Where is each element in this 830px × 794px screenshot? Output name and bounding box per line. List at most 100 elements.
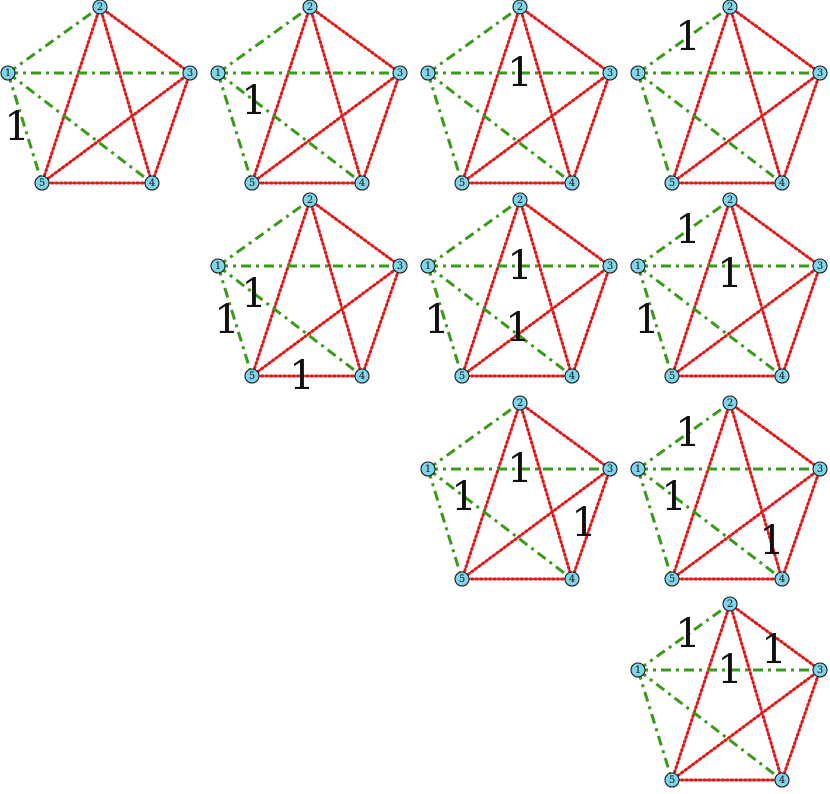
node-1: 1 <box>210 65 226 81</box>
red-edge-2-3 <box>518 198 612 268</box>
node-label: 2 <box>307 2 313 13</box>
weight-label-2-5: 1 <box>717 251 742 297</box>
node-circle <box>774 571 790 587</box>
weight-label-1-2: 1 <box>675 611 700 657</box>
node-5: 5 <box>664 368 680 384</box>
node-label: 2 <box>97 2 103 13</box>
node-label: 1 <box>635 665 641 676</box>
node-circle <box>302 192 318 208</box>
node-label: 3 <box>817 68 823 79</box>
node-circle <box>302 0 318 15</box>
node-label: 1 <box>635 68 641 79</box>
node-circle <box>722 0 738 15</box>
node-circle <box>244 175 260 191</box>
red-edge-2-3 <box>728 5 822 75</box>
red-edge-3-4 <box>570 71 612 185</box>
node-circle <box>512 395 528 411</box>
node-5: 5 <box>244 175 260 191</box>
weight-label-1-4: 1 <box>241 78 266 124</box>
red-edge-2-3 <box>728 401 822 471</box>
green-edge-1-2 <box>217 5 311 75</box>
node-label: 5 <box>249 178 255 189</box>
weight-label-1-4: 1 <box>661 474 686 520</box>
node-circle <box>564 175 580 191</box>
node-5: 5 <box>34 175 50 191</box>
weight-label-2-4: 1 <box>759 518 784 564</box>
red-edge-2-4 <box>518 198 574 378</box>
node-label: 2 <box>727 398 733 409</box>
node-label: 2 <box>517 398 523 409</box>
node-label: 3 <box>607 68 613 79</box>
red-edge-3-5 <box>40 71 192 185</box>
node-2: 2 <box>92 0 108 15</box>
node-3: 3 <box>392 65 408 81</box>
node-circle <box>722 395 738 411</box>
red-edge-2-4 <box>518 5 574 185</box>
red-edge-2-4 <box>308 198 364 378</box>
green-edge-1-4 <box>637 467 783 581</box>
node-label: 2 <box>517 195 523 206</box>
green-edge-1-5 <box>426 72 464 184</box>
red-edge-2-5 <box>250 5 312 185</box>
weight-label-1-2: 1 <box>675 207 700 253</box>
node-label: 5 <box>669 178 675 189</box>
node-circle <box>92 0 108 15</box>
node-circle <box>244 368 260 384</box>
node-3: 3 <box>392 258 408 274</box>
green-edge-1-5 <box>636 468 674 580</box>
red-edge-2-5 <box>250 198 312 378</box>
weight-label-1-3: 1 <box>717 647 742 693</box>
red-edge-2-4 <box>518 401 574 581</box>
node-circle <box>454 175 470 191</box>
node-circle <box>354 368 370 384</box>
node-circle <box>812 662 828 678</box>
green-edge-1-2 <box>637 198 731 268</box>
red-edge-3-5 <box>460 467 612 581</box>
green-edge-1-4 <box>427 467 573 581</box>
green-edge-1-4 <box>217 264 363 378</box>
green-edge-1-4 <box>637 668 783 782</box>
node-circle <box>774 368 790 384</box>
node-circle <box>722 192 738 208</box>
red-edge-3-4 <box>360 71 402 185</box>
node-circle <box>210 258 226 274</box>
node-label: 4 <box>779 574 785 585</box>
node-label: 5 <box>39 178 45 189</box>
node-circle <box>630 65 646 81</box>
node-4: 4 <box>774 571 790 587</box>
weight-label-4-5: 1 <box>289 353 314 399</box>
red-edge-2-3 <box>308 198 402 268</box>
red-edge-3-5 <box>670 264 822 378</box>
node-4: 4 <box>564 571 580 587</box>
red-edge-3-5 <box>460 71 612 185</box>
node-3: 3 <box>602 258 618 274</box>
green-edge-1-5 <box>636 72 674 184</box>
node-2: 2 <box>302 0 318 15</box>
red-edge-3-4 <box>570 467 612 581</box>
node-label: 1 <box>425 464 431 475</box>
node-label: 4 <box>569 371 575 382</box>
green-edge-1-2 <box>637 602 731 672</box>
node-5: 5 <box>454 175 470 191</box>
green-edge-1-2 <box>427 401 521 471</box>
node-circle <box>664 368 680 384</box>
green-edge-1-4 <box>7 71 153 185</box>
node-circle <box>774 175 790 191</box>
node-2: 2 <box>722 596 738 612</box>
red-edge-3-4 <box>780 467 822 581</box>
node-label: 3 <box>817 261 823 272</box>
weight-label-3-5: 1 <box>505 305 530 351</box>
green-edge-1-2 <box>427 198 521 268</box>
weight-label-1-5: 1 <box>4 104 29 150</box>
green-edge-1-5 <box>216 72 254 184</box>
red-edge-2-5 <box>670 198 732 378</box>
node-label: 4 <box>149 178 155 189</box>
weight-label-1-5: 1 <box>424 297 449 343</box>
weight-label-1-4: 1 <box>241 271 266 317</box>
